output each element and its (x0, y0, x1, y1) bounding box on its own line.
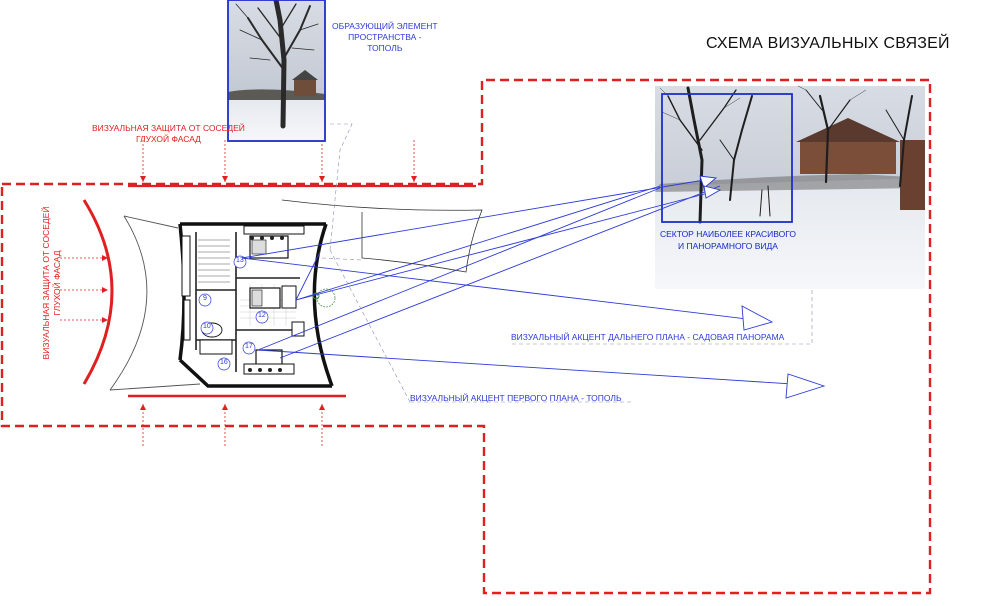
neighbors-top-line-1: ВИЗУАЛЬНАЯ ЗАЩИТА ОТ СОСЕДЕЙ (92, 123, 245, 133)
neighbors-left-line-2: ГЛУХОЙ ФАСАД (52, 250, 62, 316)
sightlines (241, 177, 825, 387)
neighbors-protection-left-label: ВИЗУАЛЬНАЯ ЗАЩИТА ОТ СОСЕДЕЙ ГЛУХОЙ ФАСА… (41, 203, 63, 363)
left-arrowheads (102, 255, 108, 323)
bottom-arrowheads (140, 404, 325, 410)
sightline-arrowheads (699, 175, 826, 399)
sector-line-1: СЕКТОР НАИБОЛЕЕ КРАСИВОГО (660, 229, 796, 239)
left-protection-arrows (60, 257, 108, 321)
house-plan (109, 215, 336, 391)
room-number-10: 10 (203, 323, 211, 330)
far-accent-label: ВИЗУАЛЬНЫЙ АКЦЕНТ ДАЛЬНЕГО ПЛАНА - САДОВ… (511, 332, 785, 342)
top-arrowheads (140, 176, 417, 182)
bottom-protection-arrows (142, 404, 323, 446)
tree-label-line-3: ТОПОЛЬ (367, 43, 403, 53)
room-number-13: 13 (236, 257, 244, 264)
near-accent-label: ВИЗУАЛЬНЫЙ АКЦЕНТ ПЕРВОГО ПЛАНА - ТОПОЛЬ (410, 393, 622, 403)
neighbors-top-line-2: ГЛУХОЙ ФАСАД (135, 134, 201, 144)
sector-line-2: И ПАНОРАМНОГО ВИДА (678, 241, 778, 251)
room-number-9: 9 (203, 295, 207, 302)
neighbors-left-line-1: ВИЗУАЛЬНАЯ ЗАЩИТА ОТ СОСЕДЕЙ (41, 206, 51, 360)
construction-lines (321, 123, 813, 403)
poplar-photo (227, 0, 326, 142)
sector-label: СЕКТОР НАИБОЛЕЕ КРАСИВОГО И ПАНОРАМНОГО … (660, 228, 796, 252)
room-number-17: 17 (245, 343, 253, 350)
neighbors-protection-top-label: ВИЗУАЛЬНАЯ ЗАЩИТА ОТ СОСЕДЕЙ ГЛУХОЙ ФАСА… (92, 123, 245, 145)
left-curved-wall (82, 199, 114, 385)
room-number-circles (198, 255, 269, 371)
tree-label-line-1: ОБРАЗУЮЩИЙ ЭЛЕМЕНТ (332, 21, 438, 31)
top-protection-arrows (142, 140, 415, 182)
tree-label-line-2: ПРОСТРАНСТВА - (348, 32, 422, 42)
diagram-title: СХЕМА ВИЗУАЛЬНЫХ СВЯЗЕЙ (706, 35, 950, 52)
garden-photo (655, 85, 925, 289)
property-boundary (0, 78, 932, 595)
terrace-outline (281, 199, 483, 273)
tree-element-label: ОБРАЗУЮЩИЙ ЭЛЕМЕНТ ПРОСТРАНСТВА - ТОПОЛЬ (332, 21, 438, 54)
room-number-16: 16 (220, 359, 228, 366)
room-number-12: 12 (258, 312, 266, 319)
